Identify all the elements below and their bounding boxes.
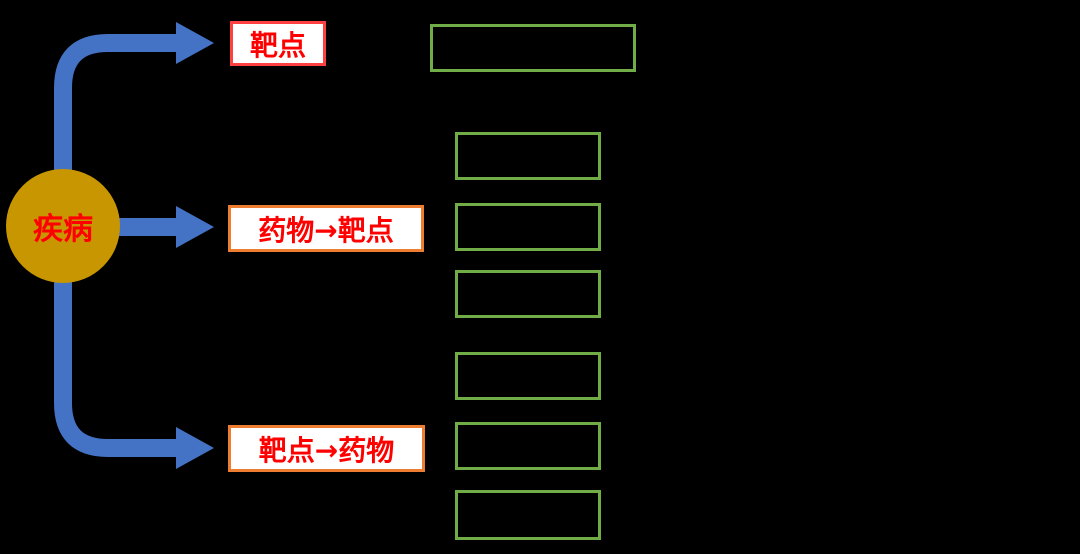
branch-label-target-text: 靶点 bbox=[249, 28, 306, 62]
curved-arrow-disease-to-target-drug-icon bbox=[54, 230, 178, 457]
result-box bbox=[430, 24, 636, 72]
arrowhead-drug-target-icon bbox=[176, 206, 214, 248]
result-box bbox=[455, 490, 601, 540]
disease-node: 疾病 bbox=[6, 169, 120, 283]
arrowhead-target-icon bbox=[176, 22, 214, 64]
branch-label-target-to-drug-text: 靶点→药物 bbox=[258, 433, 395, 467]
branch-label-drug-to-target: 药物→靶点 bbox=[228, 205, 424, 252]
result-box bbox=[455, 352, 601, 400]
branch-label-drug-to-target-text: 药物→靶点 bbox=[258, 213, 394, 247]
branch-label-target-to-drug: 靶点→药物 bbox=[228, 425, 425, 472]
curved-arrow-disease-to-target-icon bbox=[54, 34, 178, 225]
disease-node-label: 疾病 bbox=[33, 212, 93, 247]
result-box bbox=[455, 422, 601, 470]
branch-label-target: 靶点 bbox=[230, 21, 326, 66]
result-box bbox=[455, 270, 601, 318]
result-box bbox=[455, 132, 601, 180]
arrowhead-target-drug-icon bbox=[176, 427, 214, 469]
result-box bbox=[455, 203, 601, 251]
